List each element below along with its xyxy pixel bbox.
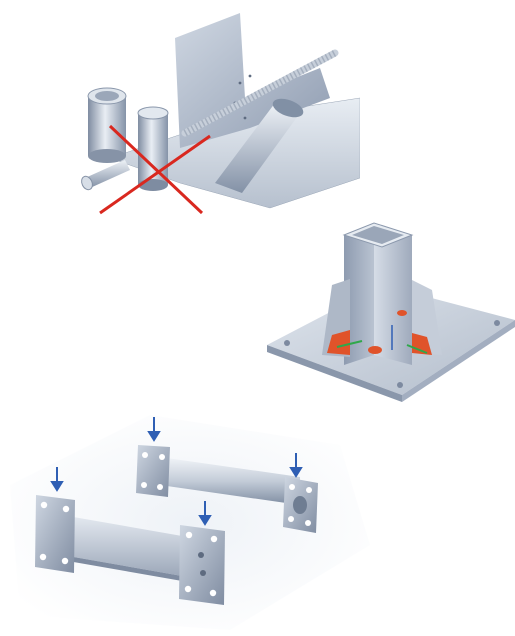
- background-glow: [10, 415, 370, 630]
- bolt-icon: [284, 340, 290, 346]
- arrow-down-icon: [50, 481, 64, 492]
- flat-bar-shape: [62, 515, 205, 580]
- pin-shape: [85, 160, 130, 188]
- illustration-column-base: [262, 205, 515, 420]
- arrow-down-icon: [147, 431, 161, 442]
- illustration-end-plates: [0, 405, 380, 636]
- end-plate-shape: [35, 495, 75, 573]
- axis-marker: [336, 340, 363, 348]
- bolt-icon: [494, 320, 500, 326]
- arrow-down-icon: [198, 515, 212, 526]
- arrow-down-icon: [289, 467, 303, 478]
- rejected-assembly-drawing: [81, 13, 360, 215]
- end-plates-drawing: [10, 415, 370, 630]
- cross-stroke-1: [108, 124, 204, 215]
- column-left-face: [344, 223, 374, 365]
- column-base-drawing: [267, 222, 515, 402]
- weld-marker: [327, 330, 350, 355]
- large-cylinder-shape: [88, 96, 126, 156]
- column-right-face: [374, 223, 412, 365]
- end-plate-shape: [179, 525, 225, 605]
- end-plate-shape: [136, 445, 170, 497]
- weld-marker: [368, 346, 382, 354]
- bolt-icon: [397, 382, 403, 388]
- weld-marker: [397, 310, 407, 316]
- axis-marker: [406, 344, 428, 354]
- small-cylinder-shape: [138, 113, 168, 185]
- cross-stroke-2: [99, 134, 211, 215]
- angled-tube-shape: [215, 103, 300, 193]
- round-tube-shape: [160, 457, 300, 505]
- illustration-rejected-assembly: [70, 8, 360, 223]
